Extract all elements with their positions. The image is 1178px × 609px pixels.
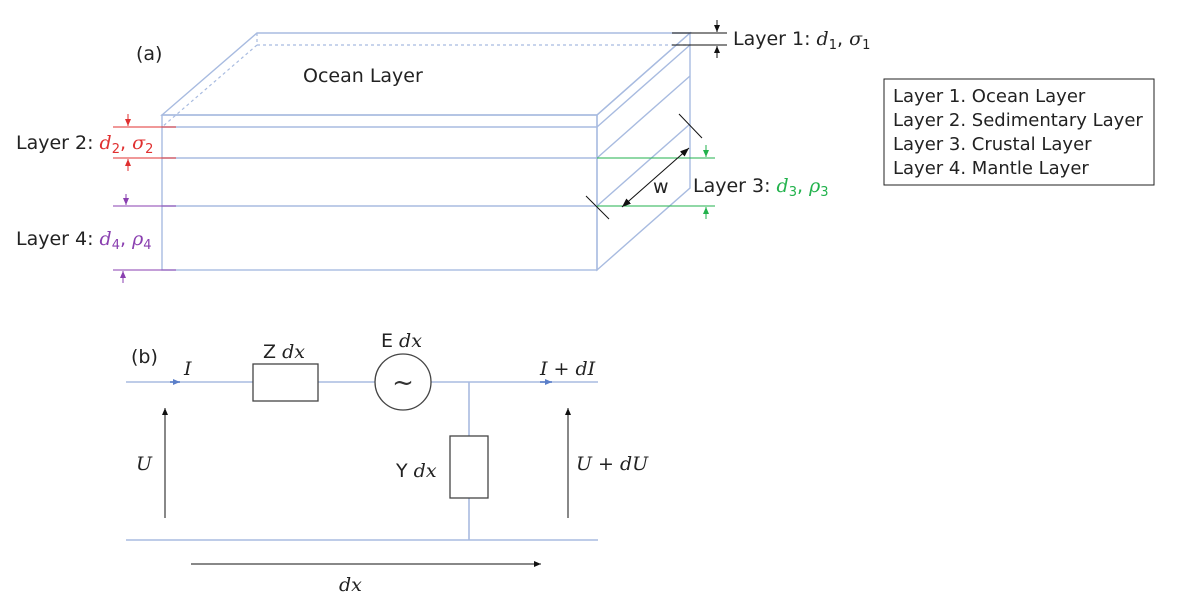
width-tick-right (678, 113, 703, 139)
layer1-sigma: σ (849, 28, 863, 50)
layer3-annotation: Layer 3: d3, ρ3 (597, 145, 829, 219)
layer2-sigma-sub: 2 (145, 142, 153, 157)
box-hidden-edge-diag (161, 44, 258, 128)
layer1-prefix: Layer 1: (733, 28, 817, 50)
legend-item-2: Layer 2. Sedimentary Layer (893, 110, 1143, 131)
voltage-out-label: U + dU (576, 453, 649, 475)
current-in-label: I (183, 358, 192, 380)
panel-a-label: (a) (136, 43, 162, 65)
box-right-face (596, 31, 691, 272)
panel-a: (a) Ocean Layer (16, 20, 870, 283)
layer4-prefix: Layer 4: (16, 228, 100, 250)
ac-source-component (374, 353, 432, 411)
layer1-label: Layer 1: d1, σ1 (733, 28, 870, 53)
layer2-bottom-side (596, 75, 691, 159)
source-label: E dx (381, 330, 422, 352)
legend: Layer 1. Ocean Layer Layer 2. Sedimentar… (883, 78, 1155, 186)
impedance-var: dx (282, 341, 305, 363)
layer3-label: Layer 3: d3, ρ3 (693, 175, 829, 200)
width-dimension: w (585, 113, 703, 220)
layer3-rho-sub: 3 (820, 185, 828, 200)
layer1-sep: , (837, 28, 849, 50)
ocean-layer-label: Ocean Layer (303, 65, 423, 87)
layer3-bottom-side (596, 123, 691, 207)
source-var: dx (399, 330, 422, 352)
admittance-var: dx (414, 460, 437, 482)
layer1-bottom-side (596, 44, 691, 128)
width-label: w (653, 176, 669, 198)
layer2-sep: , (120, 132, 132, 154)
panel-b: (b) Z dx ~ E dx Y dx I I + dI U U + dU (126, 330, 649, 596)
layer4-rho-sub: 4 (143, 238, 151, 253)
layer2-d-sub: 2 (112, 142, 120, 157)
layer3-rho: ρ (808, 175, 821, 197)
width-tick-left (585, 195, 610, 220)
layer4-d-sub: 4 (112, 238, 120, 253)
panel-b-label: (b) (131, 346, 158, 368)
voltage-in-label: U (136, 453, 153, 475)
layer2-d: d (100, 132, 112, 154)
layer3-d-sub: 3 (789, 185, 797, 200)
layer2-label: Layer 2: d2, σ2 (16, 132, 153, 157)
layer1-d: d (817, 28, 829, 50)
length-label: dx (339, 574, 362, 596)
impedance-component (252, 363, 319, 402)
width-arrow (621, 147, 690, 208)
admittance-component (449, 435, 489, 499)
layered-earth-box (160, 31, 692, 272)
legend-item-3: Layer 3. Crustal Layer (893, 134, 1092, 155)
source-prefix: E (381, 330, 399, 352)
layer2-sigma: σ (132, 132, 146, 154)
impedance-label: Z dx (263, 341, 305, 363)
legend-item-1: Layer 1. Ocean Layer (893, 86, 1086, 107)
legend-box (883, 78, 1155, 186)
impedance-prefix: Z (263, 341, 282, 363)
layer4-rho: ρ (131, 228, 144, 250)
layer4-d: d (100, 228, 112, 250)
current-out-label: I + dI (539, 358, 596, 380)
layer2-prefix: Layer 2: (16, 132, 100, 154)
box-front-face (161, 114, 598, 271)
layer3-d: d (777, 175, 789, 197)
admittance-prefix: Y (395, 460, 414, 482)
layer4-annotation: Layer 4: d4, ρ4 (16, 194, 176, 283)
layer3-prefix: Layer 3: (693, 175, 777, 197)
layer1-sigma-sub: 1 (862, 38, 870, 53)
layer1-d-sub: 1 (829, 38, 837, 53)
layer3-sep: , (797, 175, 809, 197)
layer4-label: Layer 4: d4, ρ4 (16, 228, 152, 253)
ac-source-symbol: ~ (392, 368, 414, 398)
admittance-label: Y dx (395, 460, 437, 482)
layer2-annotation: Layer 2: d2, σ2 (16, 114, 176, 171)
legend-item-4: Layer 4. Mantle Layer (893, 158, 1089, 179)
layer1-annotation: Layer 1: d1, σ1 (672, 20, 870, 58)
layer4-sep: , (120, 228, 132, 250)
